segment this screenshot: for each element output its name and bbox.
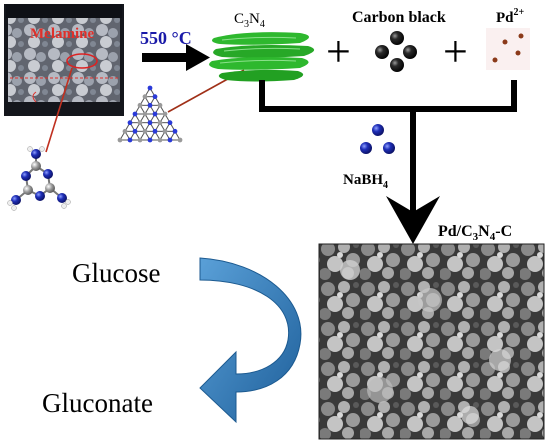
curved-reaction-arrow xyxy=(199,257,302,424)
pd-ions-icon xyxy=(486,28,530,70)
melamine-highlight-ellipse xyxy=(66,53,98,69)
melamine-powder-photo: Melamine xyxy=(4,4,124,116)
glucose-label: Glucose xyxy=(72,258,160,288)
photo-to-molecule-line xyxy=(45,67,73,153)
plus-sign-2: + xyxy=(443,27,468,76)
product-label: Pd/C3N4-C xyxy=(438,223,512,243)
nabh4-label: NaBH4 xyxy=(343,172,388,191)
carbon-black-balls-icon xyxy=(375,31,417,72)
melamine-label: Melamine xyxy=(30,26,94,42)
carbon-black-label: Carbon black xyxy=(352,9,446,26)
nabh4-balls-icon xyxy=(360,124,395,154)
triangular-c3n4-structure-icon xyxy=(117,85,183,143)
heating-arrow xyxy=(142,44,210,71)
gluconate-label: Gluconate xyxy=(42,388,153,418)
c3n4-sheets-icon xyxy=(209,32,315,82)
plus-sign-1: + xyxy=(326,27,351,76)
pd-ion-label: Pd2+ xyxy=(496,7,525,26)
melamine-molecule-icon xyxy=(7,146,71,211)
combining-bracket xyxy=(259,80,517,244)
temperature-label: 550 °C xyxy=(140,28,192,48)
sem-micrograph xyxy=(318,243,545,440)
c3n4-label: C3N4 xyxy=(234,11,265,30)
